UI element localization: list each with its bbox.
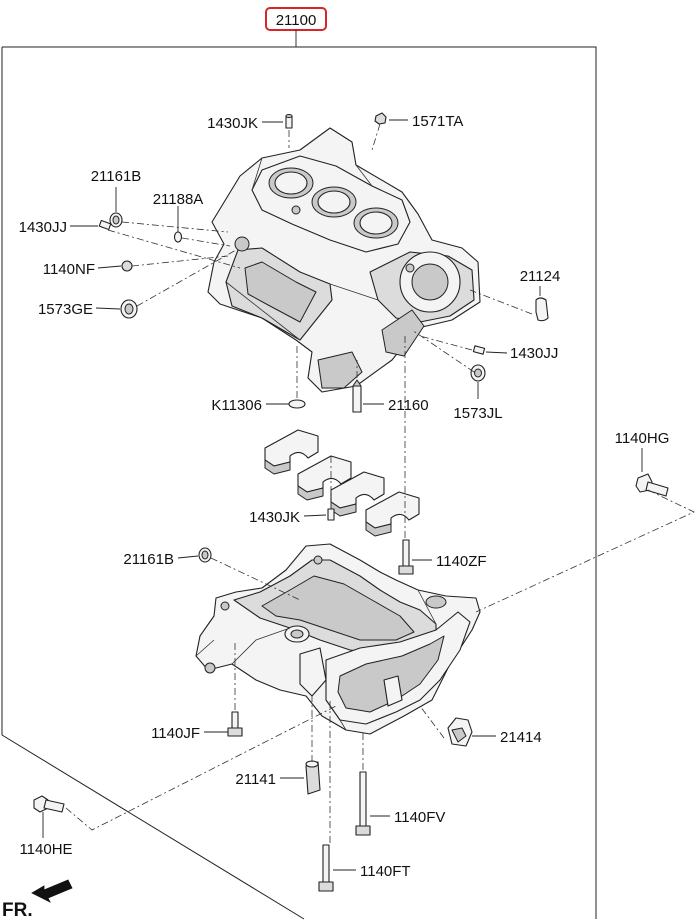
label-1430JK-top[interactable]: 1430JK [207, 115, 258, 132]
label-1140JF[interactable]: 1140JF [151, 725, 200, 742]
label-1573JL[interactable]: 1573JL [453, 405, 502, 422]
middle-small-parts [198, 473, 669, 575]
label-21188A[interactable]: 21188A [153, 191, 204, 208]
label-21414[interactable]: 21414 [500, 729, 542, 746]
bearing-caps [264, 429, 420, 537]
label-1573GE[interactable]: 1573GE [38, 301, 93, 318]
label-1430JK-mid[interactable]: 1430JK [249, 509, 300, 526]
label-1430JJ-right[interactable]: 1430JJ [510, 345, 558, 362]
label-21160[interactable]: 21160 [388, 397, 429, 414]
label-21124[interactable]: 21124 [520, 268, 561, 285]
label-K11306[interactable]: K11306 [211, 397, 262, 414]
label-1140NF[interactable]: 1140NF [43, 261, 95, 278]
arrow-front-icon [31, 879, 73, 903]
part-labels: 1430JK 1571TA 21161B 21188A 1430JJ 1140N… [19, 113, 670, 880]
label-21161B-low[interactable]: 21161B [123, 551, 174, 568]
label-1140FV[interactable]: 1140FV [394, 809, 445, 826]
assembly-callout[interactable]: 21100 [265, 7, 327, 47]
assembly-frame [1, 46, 597, 920]
label-21141[interactable]: 21141 [235, 771, 276, 788]
cylinder-block-upper [207, 127, 481, 393]
assembly-part-number: 21100 [276, 12, 317, 29]
guide-lines [65, 123, 695, 843]
label-1140ZF[interactable]: 1140ZF [436, 553, 487, 570]
label-1430JJ-left[interactable]: 1430JJ [19, 219, 67, 236]
label-1571TA[interactable]: 1571TA [412, 113, 463, 130]
crankcase-lower [195, 543, 481, 735]
front-indicator-label: FR. [2, 900, 33, 921]
label-1140FT[interactable]: 1140FT [360, 863, 411, 880]
front-indicator: FR. [2, 879, 73, 921]
label-1140HE[interactable]: 1140HE [19, 841, 72, 858]
label-1140HG[interactable]: 1140HG [615, 430, 670, 447]
lower-small-parts [33, 711, 473, 892]
label-21161B-top[interactable]: 21161B [91, 168, 142, 185]
leader-lines [42, 119, 643, 871]
